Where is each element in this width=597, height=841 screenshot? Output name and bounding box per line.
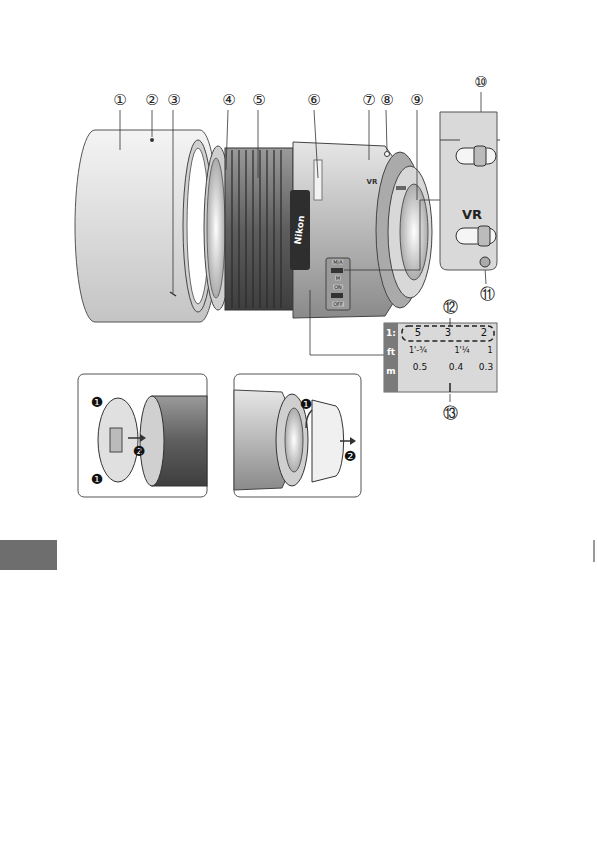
callout-number: ⑦ bbox=[362, 93, 375, 108]
switch-label: VR bbox=[462, 208, 482, 221]
step-number: ❶ bbox=[300, 397, 313, 411]
callout-number: ⑫ bbox=[443, 300, 458, 315]
scale-number: 0.3 bbox=[479, 363, 493, 372]
scale-number: 2 bbox=[481, 328, 487, 338]
switch-marking: ON bbox=[333, 285, 343, 290]
step-number: ❷ bbox=[344, 449, 357, 463]
callout-number: ③ bbox=[167, 93, 180, 108]
scale-number: 3 bbox=[445, 328, 451, 338]
callout-number: ⑤ bbox=[252, 93, 265, 108]
scale-label: m bbox=[386, 367, 395, 376]
callout-number: ⑨ bbox=[410, 93, 423, 108]
callout-number: ⑬ bbox=[443, 406, 458, 421]
scale-number: 1 bbox=[487, 347, 492, 355]
scale-number: 0.5 bbox=[413, 363, 427, 372]
callout-number: ⑩ bbox=[474, 75, 487, 90]
callout-number: ④ bbox=[222, 93, 235, 108]
callout-number: ② bbox=[145, 93, 158, 108]
callout-number: ⑪ bbox=[480, 287, 495, 302]
switch-marking: M/A bbox=[332, 260, 343, 265]
callout-number: ⑥ bbox=[307, 93, 320, 108]
scale-label: ft bbox=[387, 348, 395, 357]
callout-number: ⑧ bbox=[380, 93, 393, 108]
step-number: ❷ bbox=[133, 444, 146, 458]
step-number: ❶ bbox=[91, 395, 104, 409]
scale-number: 0.4 bbox=[449, 363, 463, 372]
scale-number: 1'-¾ bbox=[409, 347, 427, 355]
scale-label: 1: bbox=[386, 329, 396, 338]
scale-number: 1'¼ bbox=[454, 347, 469, 355]
scale-number: 5 bbox=[415, 328, 421, 338]
step-number: ❶ bbox=[91, 472, 104, 486]
switch-marking: OFF bbox=[332, 302, 344, 307]
lens-marking: VR bbox=[367, 179, 378, 186]
switch-marking: M bbox=[335, 276, 341, 281]
callout-number: ① bbox=[113, 93, 126, 108]
